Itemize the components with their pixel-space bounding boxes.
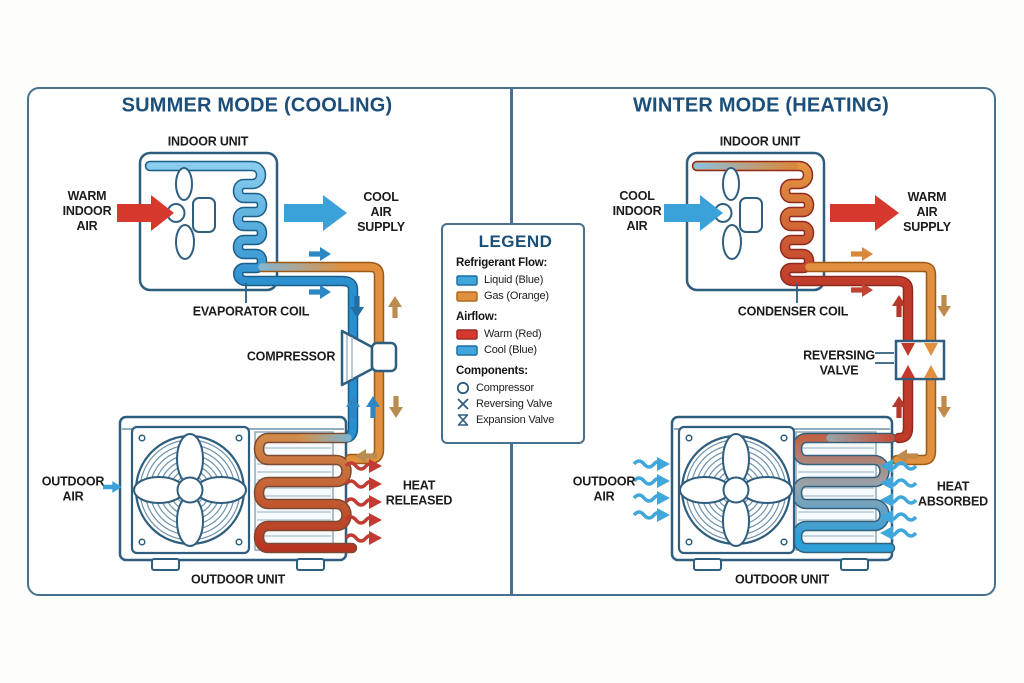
winter-indoor-fan-icon xyxy=(713,167,763,260)
legend-reversing-valve-label: Reversing Valve xyxy=(476,398,553,410)
legend-title: LEGEND xyxy=(478,232,553,251)
legend-reversing-valve-row: Reversing Valve xyxy=(456,396,575,412)
cool-indoor-air-label: COOL INDOOR AIR xyxy=(612,188,662,233)
legend-gas-label: Gas (Orange) xyxy=(484,290,549,302)
legend-warm-label: Warm (Red) xyxy=(484,328,542,340)
winter-hot-gas-line xyxy=(693,162,912,442)
expansion-valve-hourglass-icon xyxy=(457,414,469,426)
legend-box: LEGEND Refrigerant Flow: Liquid (Blue) G… xyxy=(441,223,585,444)
legend-warm-row: Warm (Red) xyxy=(456,326,575,342)
winter-reversing-valve-icon xyxy=(875,339,946,381)
winter-outdoor-unit-label: OUTDOOR UNIT xyxy=(734,572,830,587)
heat-absorbed-label: HEAT ABSORBED xyxy=(918,479,988,508)
compressor-circle-icon xyxy=(456,381,470,395)
condenser-fins xyxy=(254,431,334,551)
summer-panel-diagram xyxy=(103,151,403,571)
legend-cool-label: Cool (Blue) xyxy=(484,344,537,356)
summer-outdoor-unit-label: OUTDOOR UNIT xyxy=(190,572,286,587)
cool-air-supply-label: COOL AIR SUPPLY xyxy=(357,189,405,234)
summer-outdoor-air-label: OUTDOOR AIR xyxy=(41,474,105,503)
summer-outdoor-coil xyxy=(255,434,356,552)
reversing-valve-label: REVERSING VALVE xyxy=(803,348,875,377)
cool-air-supply-arrow xyxy=(284,195,347,231)
legend-liquid-label: Liquid (Blue) xyxy=(484,274,544,286)
condenser-coil-label: CONDENSER COIL xyxy=(737,304,849,319)
legend-expansion-valve-label: Expansion Valve xyxy=(476,414,555,426)
cool-blue-swatch-icon xyxy=(456,344,478,356)
winter-outdoor-air-arrows xyxy=(632,455,672,524)
legend-airflow-heading: Airflow: xyxy=(456,311,498,323)
heat-released-label: HEAT RELEASED xyxy=(385,478,453,507)
evaporator-coil-label: EVAPORATOR COIL xyxy=(192,304,310,319)
gas-orange-swatch-icon xyxy=(456,290,478,302)
legend-liquid-row: Liquid (Blue) xyxy=(456,272,575,288)
compressor-label: COMPRESSOR xyxy=(246,349,336,364)
warm-air-supply-arrow xyxy=(830,195,899,231)
summer-compressor-icon xyxy=(340,329,398,387)
legend-compressor-label: Compressor xyxy=(476,382,534,394)
legend-compressor-row: Compressor xyxy=(456,380,575,396)
winter-indoor-unit-label: INDOOR UNIT xyxy=(719,134,801,149)
warm-air-supply-label: WARM AIR SUPPLY xyxy=(903,189,951,234)
cool-indoor-air-arrow xyxy=(664,195,723,231)
legend-cool-row: Cool (Blue) xyxy=(456,342,575,358)
winter-outdoor-coil xyxy=(793,434,895,552)
legend-expansion-valve-row: Expansion Valve xyxy=(456,412,575,428)
reversing-valve-leader xyxy=(875,352,894,364)
summer-liquid-line xyxy=(146,162,357,442)
liquid-blue-swatch-icon xyxy=(456,274,478,286)
warm-indoor-air-label: WARM INDOOR AIR xyxy=(62,188,112,233)
legend-refrigerant-heading: Refrigerant Flow: xyxy=(456,257,548,269)
legend-components-heading: Components: xyxy=(456,365,528,377)
legend-gas-row: Gas (Orange) xyxy=(456,288,575,304)
summer-outdoor-fan-icon xyxy=(130,425,251,555)
summer-indoor-unit-label: INDOOR UNIT xyxy=(167,134,249,149)
winter-outdoor-fan-icon xyxy=(677,425,796,555)
winter-panel-title: WINTER MODE (HEATING) xyxy=(632,94,890,117)
summer-panel-title: SUMMER MODE (COOLING) xyxy=(121,94,393,117)
summer-indoor-fan-icon xyxy=(166,167,216,260)
evaporator-fins xyxy=(795,431,877,551)
warm-red-swatch-icon xyxy=(456,328,478,340)
winter-panel-diagram xyxy=(632,151,951,571)
reversing-valve-x-icon xyxy=(457,398,469,410)
winter-outdoor-air-label: OUTDOOR AIR xyxy=(572,474,636,503)
warm-indoor-air-arrow xyxy=(117,195,174,231)
